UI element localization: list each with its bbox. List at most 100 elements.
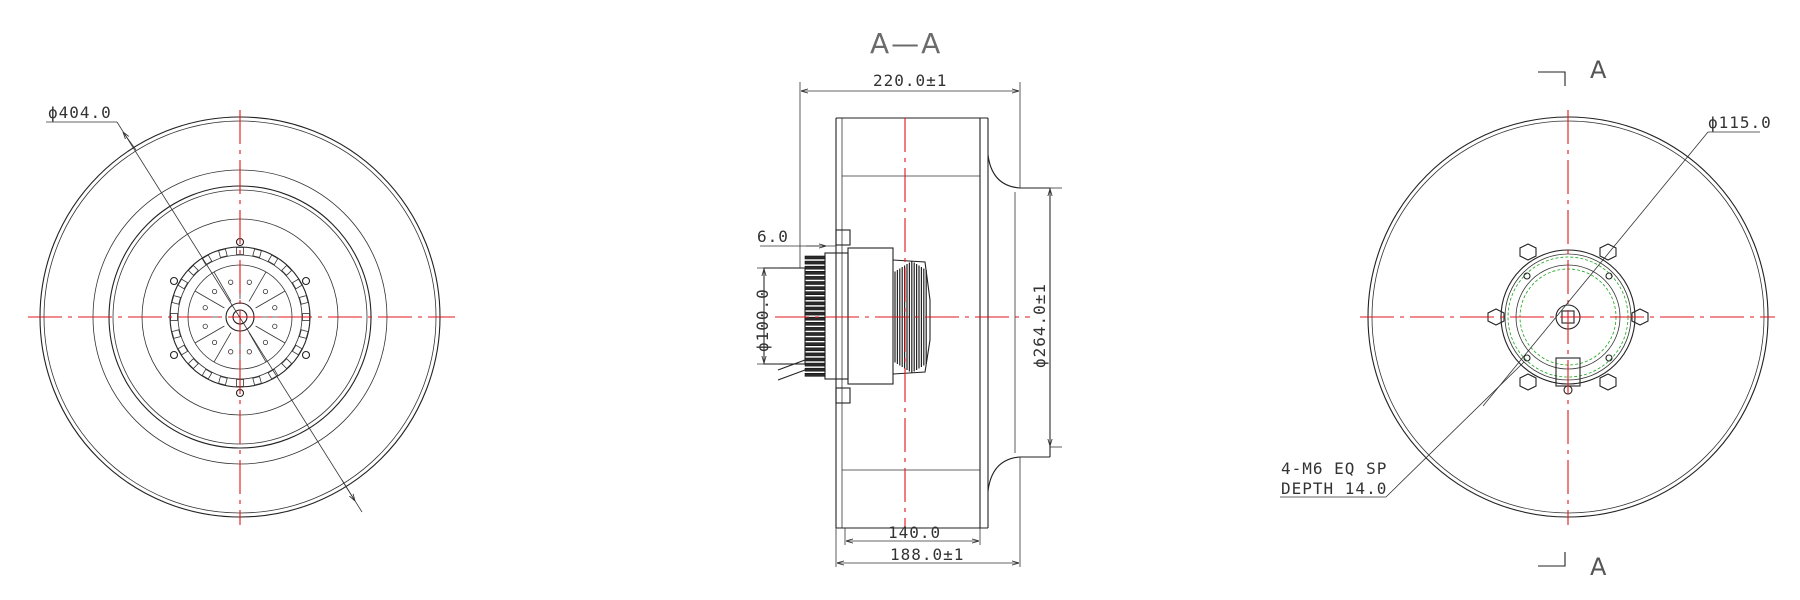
stator-tooth (804, 286, 826, 290)
stator-tooth (804, 352, 826, 357)
front-terminal-block (201, 368, 213, 380)
front-terminal-block (298, 329, 309, 339)
front-fin-dot (202, 323, 208, 329)
rear-hexnut-tl (1519, 243, 1537, 261)
stator-tooth (804, 332, 826, 336)
rear-hexnut-bl (1519, 373, 1537, 391)
front-terminal-block (201, 254, 213, 266)
inlet-flare-top (987, 154, 1050, 189)
stator-tooth (804, 306, 826, 311)
front-dia-arrow-top (123, 132, 137, 151)
rear-dia-leader (1482, 131, 1709, 407)
front-terminal-block (267, 254, 279, 266)
stator-tooth (804, 301, 826, 306)
stator-tooth (804, 270, 826, 275)
front-fin-dot (202, 305, 208, 311)
section-title: A—A (870, 27, 942, 60)
rear-m6-hole-3 (1523, 354, 1531, 362)
rear-note-line1: 4-M6 EQ SP (1281, 459, 1387, 478)
front-terminal-block (218, 375, 228, 386)
section-letter-top: A (1590, 56, 1607, 84)
front-fin-line (194, 325, 225, 344)
front-fin-line (213, 332, 232, 363)
front-fin-line (248, 271, 267, 302)
front-motor-fins (170, 247, 310, 387)
front-terminal-block (252, 248, 262, 259)
front-terminal-block (281, 358, 293, 370)
front-terminal-block (252, 375, 262, 386)
front-fin-dot (246, 349, 252, 355)
rear-view: A A ϕ115.0 4-M6 EQ SP DEPTH 14.0 (1280, 56, 1775, 581)
motor-lug-top (835, 229, 851, 246)
section-letter-bottom: A (1590, 553, 1607, 581)
cable-stub (777, 359, 806, 371)
stator-tooth (804, 367, 826, 372)
section-mark-top (1538, 71, 1566, 86)
rear-hexnut-r (1631, 308, 1649, 326)
stator-teeth (804, 255, 826, 377)
dim-6-label: 6.0 (757, 227, 789, 246)
rear-note-line2: DEPTH 14.0 (1281, 479, 1387, 498)
front-terminal-block (298, 295, 309, 305)
motor-housing (847, 247, 894, 385)
stator-tooth (804, 357, 826, 362)
section-mark-bottom (1538, 552, 1566, 567)
front-terminal-block (171, 295, 182, 305)
front-fin-dot (211, 288, 218, 295)
front-fin-dot (246, 279, 252, 285)
front-fin-dot (272, 305, 278, 311)
front-terminal-block (187, 358, 199, 370)
stator-tooth (804, 337, 826, 341)
rear-note-leader (1385, 361, 1525, 498)
front-terminal-block (236, 247, 244, 255)
rear-m6-hole-1 (1523, 272, 1531, 280)
stator-tooth (804, 291, 826, 296)
dim-264-label: ϕ264.0±1 (1030, 283, 1049, 368)
inlet-flare-bottom (987, 456, 1050, 492)
stator-tooth (804, 255, 826, 260)
stator-tooth (804, 316, 826, 321)
rear-hexnut-tr (1599, 243, 1617, 261)
front-hole-br (301, 350, 311, 360)
rear-hexnut-l (1487, 308, 1505, 326)
stator-tooth (804, 260, 826, 265)
motor-lug-bottom (835, 387, 851, 404)
stator-tooth (804, 347, 826, 352)
front-fin-line (248, 332, 267, 363)
rear-hexnut-br (1599, 373, 1617, 391)
stator-tooth (804, 372, 826, 377)
front-terminal-block (267, 368, 279, 380)
dim-140-label: 140.0 (888, 523, 941, 542)
dim-100-label: ϕ100.0 (753, 288, 772, 352)
front-fin-line (255, 325, 286, 344)
front-outer-dia-label: ϕ404.0 (48, 103, 112, 122)
front-fin-dot (262, 288, 269, 295)
section-view: A—A 220.0±1 6.0 (753, 27, 1062, 567)
stator-tooth (804, 276, 826, 280)
front-terminal-block (281, 264, 293, 276)
front-fin-line (213, 271, 232, 302)
front-terminal-block (291, 344, 303, 356)
front-terminal-block (291, 278, 303, 290)
stator-tooth (804, 296, 826, 301)
stator-tooth (804, 362, 826, 367)
front-hole-tl (169, 276, 179, 286)
front-hole-bl (169, 350, 179, 360)
stator-tooth (804, 342, 826, 347)
dim-220-label: 220.0±1 (873, 71, 947, 90)
stator-tooth (804, 281, 826, 285)
front-terminal-block (187, 264, 199, 276)
front-fin-dot (272, 323, 278, 329)
stator-tooth (804, 311, 826, 316)
rear-bolt-circle-label: ϕ115.0 (1708, 113, 1772, 132)
stator-tooth (804, 321, 826, 326)
stator-tooth (804, 265, 826, 270)
motor-flange (824, 252, 849, 380)
front-hole-tr (301, 276, 311, 286)
front-fin-dot (228, 279, 234, 285)
stator-tooth (804, 327, 826, 331)
front-view: ϕ404.0 (28, 103, 455, 525)
front-fin-dot (211, 339, 218, 346)
front-fin-dot (228, 349, 234, 355)
rear-m6-hole-4 (1605, 354, 1613, 362)
